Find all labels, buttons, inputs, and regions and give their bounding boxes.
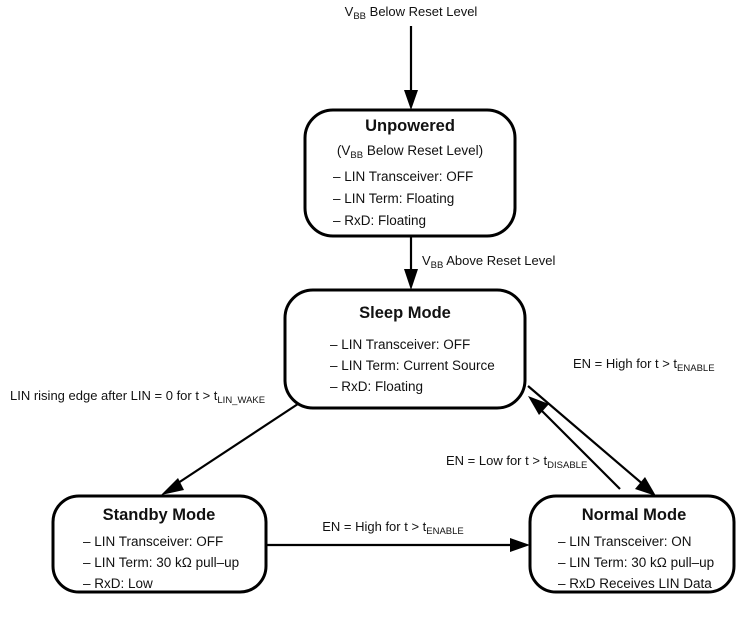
- edge-normal-to-sleep-arrowhead: [528, 396, 549, 415]
- edge-label-entry-sub: BB: [353, 11, 366, 22]
- edge-label-entry-to-unpowered: VBB Below Reset Level: [345, 4, 478, 22]
- state-box-sleep[interactable]: [283, 288, 527, 410]
- state-title-standby: Standby Mode: [103, 506, 216, 524]
- state-box-standby[interactable]: [51, 494, 268, 594]
- state-item-standby-2: – RxD: Low: [83, 576, 153, 591]
- state-title-sleep: Sleep Mode: [359, 304, 451, 322]
- edge-label-up-sleep-post: Above Reset Level: [443, 253, 555, 268]
- state-item-sleep-1: – LIN Term: Current Source: [330, 358, 495, 373]
- state-node-normal[interactable]: Normal Mode – LIN Transceiver: ON – LIN …: [528, 494, 736, 594]
- edge-normal-to-sleep: [528, 396, 621, 490]
- edge-label-normal-sleep-sub: DISABLE: [547, 460, 587, 471]
- edge-sleep-to-normal-arrowhead: [635, 477, 656, 496]
- edge-label-normal-sleep-pre: EN = Low for t > t: [446, 453, 548, 468]
- edge-unpowered-to-sleep-arrowhead: [404, 269, 418, 290]
- state-item-standby-0: – LIN Transceiver: OFF: [83, 534, 223, 549]
- edge-label-sleep-to-standby: LIN rising edge after LIN = 0 for t > tL…: [10, 388, 265, 406]
- edge-label-up-sleep-sub: BB: [431, 260, 444, 271]
- edge-normal-to-sleep-line: [537, 406, 621, 490]
- edge-sleep-to-standby-line: [171, 397, 308, 488]
- edge-label-sleep-normal-pre: EN = High for t > t: [573, 356, 677, 371]
- edge-label-sleep-normal-sub: ENABLE: [677, 363, 715, 374]
- edge-sleep-to-standby-arrowhead: [161, 478, 184, 495]
- edge-entry-to-unpowered: [404, 26, 418, 110]
- edge-sleep-to-normal: [527, 385, 656, 496]
- edge-standby-to-normal-arrowhead: [510, 538, 530, 552]
- state-title-unpowered: Unpowered: [365, 117, 455, 135]
- state-item-sleep-2: – RxD: Floating: [330, 379, 423, 394]
- state-subtitle-unpowered: (VBB Below Reset Level): [337, 143, 483, 161]
- state-box-unpowered[interactable]: [303, 108, 517, 238]
- state-subtitle-unpowered-sub: BB: [350, 150, 363, 161]
- state-item-normal-1: – LIN Term: 30 kΩ pull–up: [558, 555, 714, 570]
- edge-unpowered-to-sleep: [404, 236, 418, 290]
- edge-label-standby-to-normal: EN = High for t > tENABLE: [322, 519, 464, 537]
- edge-sleep-to-standby: [161, 397, 308, 495]
- edge-label-entry-post: Below Reset Level: [366, 4, 477, 19]
- edge-label-sleep-standby-sub: LIN_WAKE: [217, 395, 265, 406]
- state-item-normal-0: – LIN Transceiver: ON: [558, 534, 692, 549]
- edge-label-up-sleep-pre: V: [422, 253, 431, 268]
- edge-entry-to-unpowered-arrowhead: [404, 90, 418, 110]
- edge-label-standby-normal-pre: EN = High for t > t: [322, 519, 426, 534]
- edge-label-standby-normal-sub: ENABLE: [426, 526, 464, 537]
- state-item-sleep-0: – LIN Transceiver: OFF: [330, 337, 470, 352]
- state-node-standby[interactable]: Standby Mode – LIN Transceiver: OFF – LI…: [51, 494, 268, 594]
- state-node-unpowered[interactable]: Unpowered (VBB Below Reset Level) – LIN …: [303, 108, 517, 238]
- edge-label-sleep-to-normal: EN = High for t > tENABLE: [573, 356, 715, 374]
- edge-sleep-to-normal-line: [527, 385, 646, 487]
- edge-label-unpowered-to-sleep: VBB Above Reset Level: [422, 253, 555, 271]
- edge-standby-to-normal: [266, 538, 530, 552]
- state-title-normal: Normal Mode: [582, 506, 687, 524]
- edge-label-entry-pre: V: [345, 4, 354, 19]
- state-item-standby-1: – LIN Term: 30 kΩ pull–up: [83, 555, 239, 570]
- state-node-sleep[interactable]: Sleep Mode – LIN Transceiver: OFF – LIN …: [283, 288, 527, 410]
- state-item-unpowered-0: – LIN Transceiver: OFF: [333, 169, 473, 184]
- state-item-unpowered-1: – LIN Term: Floating: [333, 191, 454, 206]
- state-subtitle-unpowered-post: Below Reset Level): [363, 143, 483, 158]
- state-subtitle-unpowered-pre: (V: [337, 143, 351, 158]
- edge-label-normal-to-sleep: EN = Low for t > tDISABLE: [446, 453, 587, 471]
- edge-label-sleep-standby-pre: LIN rising edge after LIN = 0 for t > t: [10, 388, 218, 403]
- state-item-unpowered-2: – RxD: Floating: [333, 213, 426, 228]
- state-item-normal-2: – RxD Receives LIN Data: [558, 576, 712, 591]
- state-box-normal[interactable]: [528, 494, 736, 594]
